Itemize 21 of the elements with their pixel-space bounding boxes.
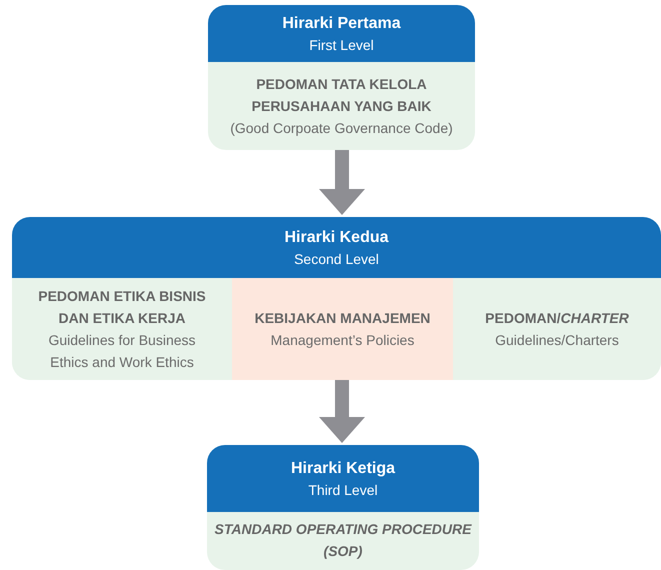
document-title: PEDOMAN ETIKA BISNIS DAN ETIKA KERJA <box>37 287 207 328</box>
document-title: PEDOMAN TATA KELOLA PERUSAHAAN YANG BAIK <box>250 75 432 116</box>
arrow <box>319 150 365 215</box>
level-card <box>208 5 475 150</box>
document-description: Guidelines/Charters <box>495 331 619 350</box>
document-description: Management’s Policies <box>270 331 414 350</box>
level-card <box>12 217 661 380</box>
level-card <box>207 445 479 570</box>
document-title: KEBIJAKAN MANAJEMEN <box>254 309 430 328</box>
content-panel <box>232 278 453 380</box>
document-title: STANDARD OPERATING PROCEDURE (SOP) <box>214 520 473 561</box>
level-title: Hirarki Pertama <box>282 14 401 34</box>
arrow <box>319 380 365 443</box>
document-description: (Good Corpoate Governance Code) <box>230 119 453 138</box>
level-subtitle: Second Level <box>294 250 379 268</box>
level-title: Hirarki Ketiga <box>290 458 396 478</box>
level-subtitle: First Level <box>309 36 374 54</box>
level-title: Hirarki Kedua <box>284 228 389 248</box>
level-subtitle: Third Level <box>308 480 378 500</box>
document-description: Guidelines for Business Ethics and Work Ethics <box>47 331 197 372</box>
document-title: PEDOMAN/CHARTER <box>485 309 629 328</box>
